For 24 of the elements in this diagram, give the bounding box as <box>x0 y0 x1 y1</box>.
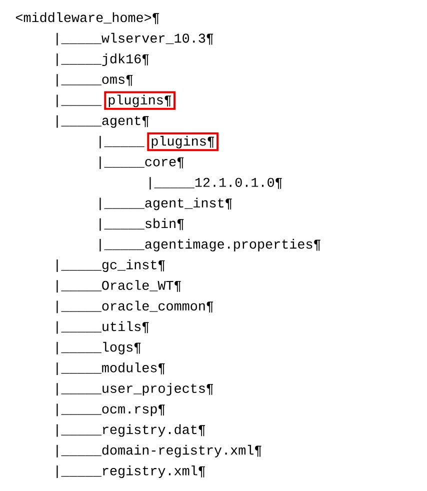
tree-line: <middleware_home>¶ <box>16 12 159 24</box>
tree-line: |_____jdk16¶ <box>56 54 149 66</box>
tree-line: |_____logs¶ <box>56 342 141 354</box>
tree-line: |_____registry.dat¶ <box>56 424 205 437</box>
tree-line: |_____utils¶ <box>56 321 149 334</box>
tree-line: |_____sbin¶ <box>100 218 184 231</box>
tree-line: |_____oms¶ <box>56 74 133 87</box>
tree-line: |_____agent¶ <box>56 115 149 128</box>
tree-line: |_____domain-registry.xml¶ <box>56 444 262 458</box>
highlight-box: plugins¶ <box>147 132 218 152</box>
tree-line: |_____user_projects¶ <box>56 383 214 396</box>
tree-line: |_____ <box>100 136 144 148</box>
tree-line: |_____modules¶ <box>56 362 165 375</box>
tree-line: |_____12.1.0.1.0¶ <box>150 177 282 190</box>
tree-line: |_____ocm.rsp¶ <box>56 404 165 416</box>
tree-line: |_____wlserver_10.3¶ <box>56 32 214 46</box>
tree-line: |_____Oracle_WT¶ <box>56 280 181 293</box>
tree-line: |_____oracle_common¶ <box>56 300 214 314</box>
tree-line: |_____registry.xml¶ <box>56 466 205 478</box>
highlight-box: plugins¶ <box>104 91 176 110</box>
tree-line: |_____gc_inst¶ <box>56 260 165 272</box>
tree-line: |_____core¶ <box>100 156 184 169</box>
tree-line: |_____agent_inst¶ <box>100 198 232 210</box>
tree-line: |_____agentimage.properties¶ <box>100 238 320 252</box>
